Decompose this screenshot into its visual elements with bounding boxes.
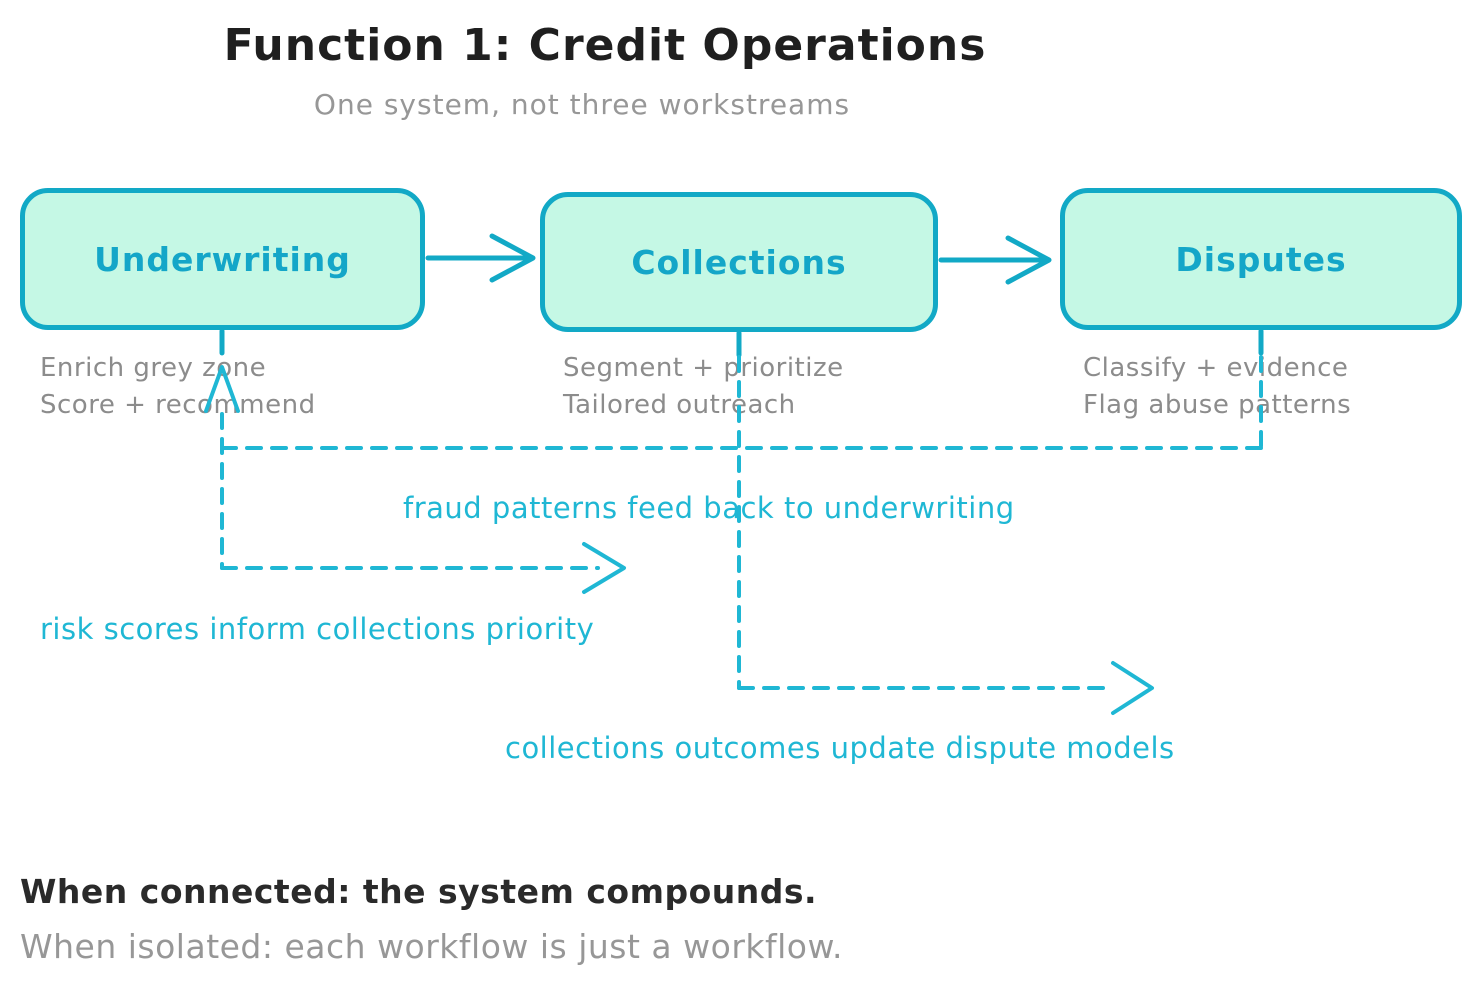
feature-line: Segment + prioritize — [563, 353, 844, 383]
arrow-underwriting-to-collections — [425, 233, 536, 283]
feature-line: Classify + evidence — [1083, 353, 1349, 383]
arrowhead-right-outcomes — [1111, 661, 1154, 715]
node-collections: Collections — [540, 192, 938, 332]
feature-line: Tailored outreach — [563, 390, 796, 420]
dashed-path-underwriting-to-collections — [220, 542, 626, 594]
feature-line: Flag abuse patterns — [1083, 390, 1352, 420]
page-subtitle: One system, not three workstreams — [313, 88, 851, 121]
feature-line: Enrich grey zone — [40, 353, 267, 383]
features-disputes: Classify + evidence Flag abuse patterns — [1083, 350, 1351, 424]
feature-line: Score + recommend — [40, 390, 316, 420]
footer-isolated-statement: When isolated: each workflow is just a w… — [20, 927, 843, 966]
node-disputes-label: Disputes — [1175, 239, 1347, 279]
node-disputes: Disputes — [1060, 188, 1462, 330]
footer-connected-statement: When connected: the system compounds. — [20, 872, 818, 911]
flow-label-risk-scores: risk scores inform collections priority — [40, 612, 595, 646]
features-underwriting: Enrich grey zone Score + recommend — [40, 350, 316, 424]
arrow-collections-to-disputes — [938, 235, 1052, 285]
features-collections: Segment + prioritize Tailored outreach — [563, 350, 844, 424]
node-collections-label: Collections — [631, 242, 847, 282]
page-title: Function 1: Credit Operations — [223, 20, 987, 71]
flow-label-fraud-patterns: fraud patterns feed back to underwriting — [403, 491, 1015, 525]
arrowhead-right-risk — [582, 542, 626, 594]
flow-label-collections-outcomes: collections outcomes update dispute mode… — [505, 731, 1175, 765]
node-underwriting-label: Underwriting — [94, 239, 351, 279]
node-underwriting: Underwriting — [20, 188, 425, 330]
